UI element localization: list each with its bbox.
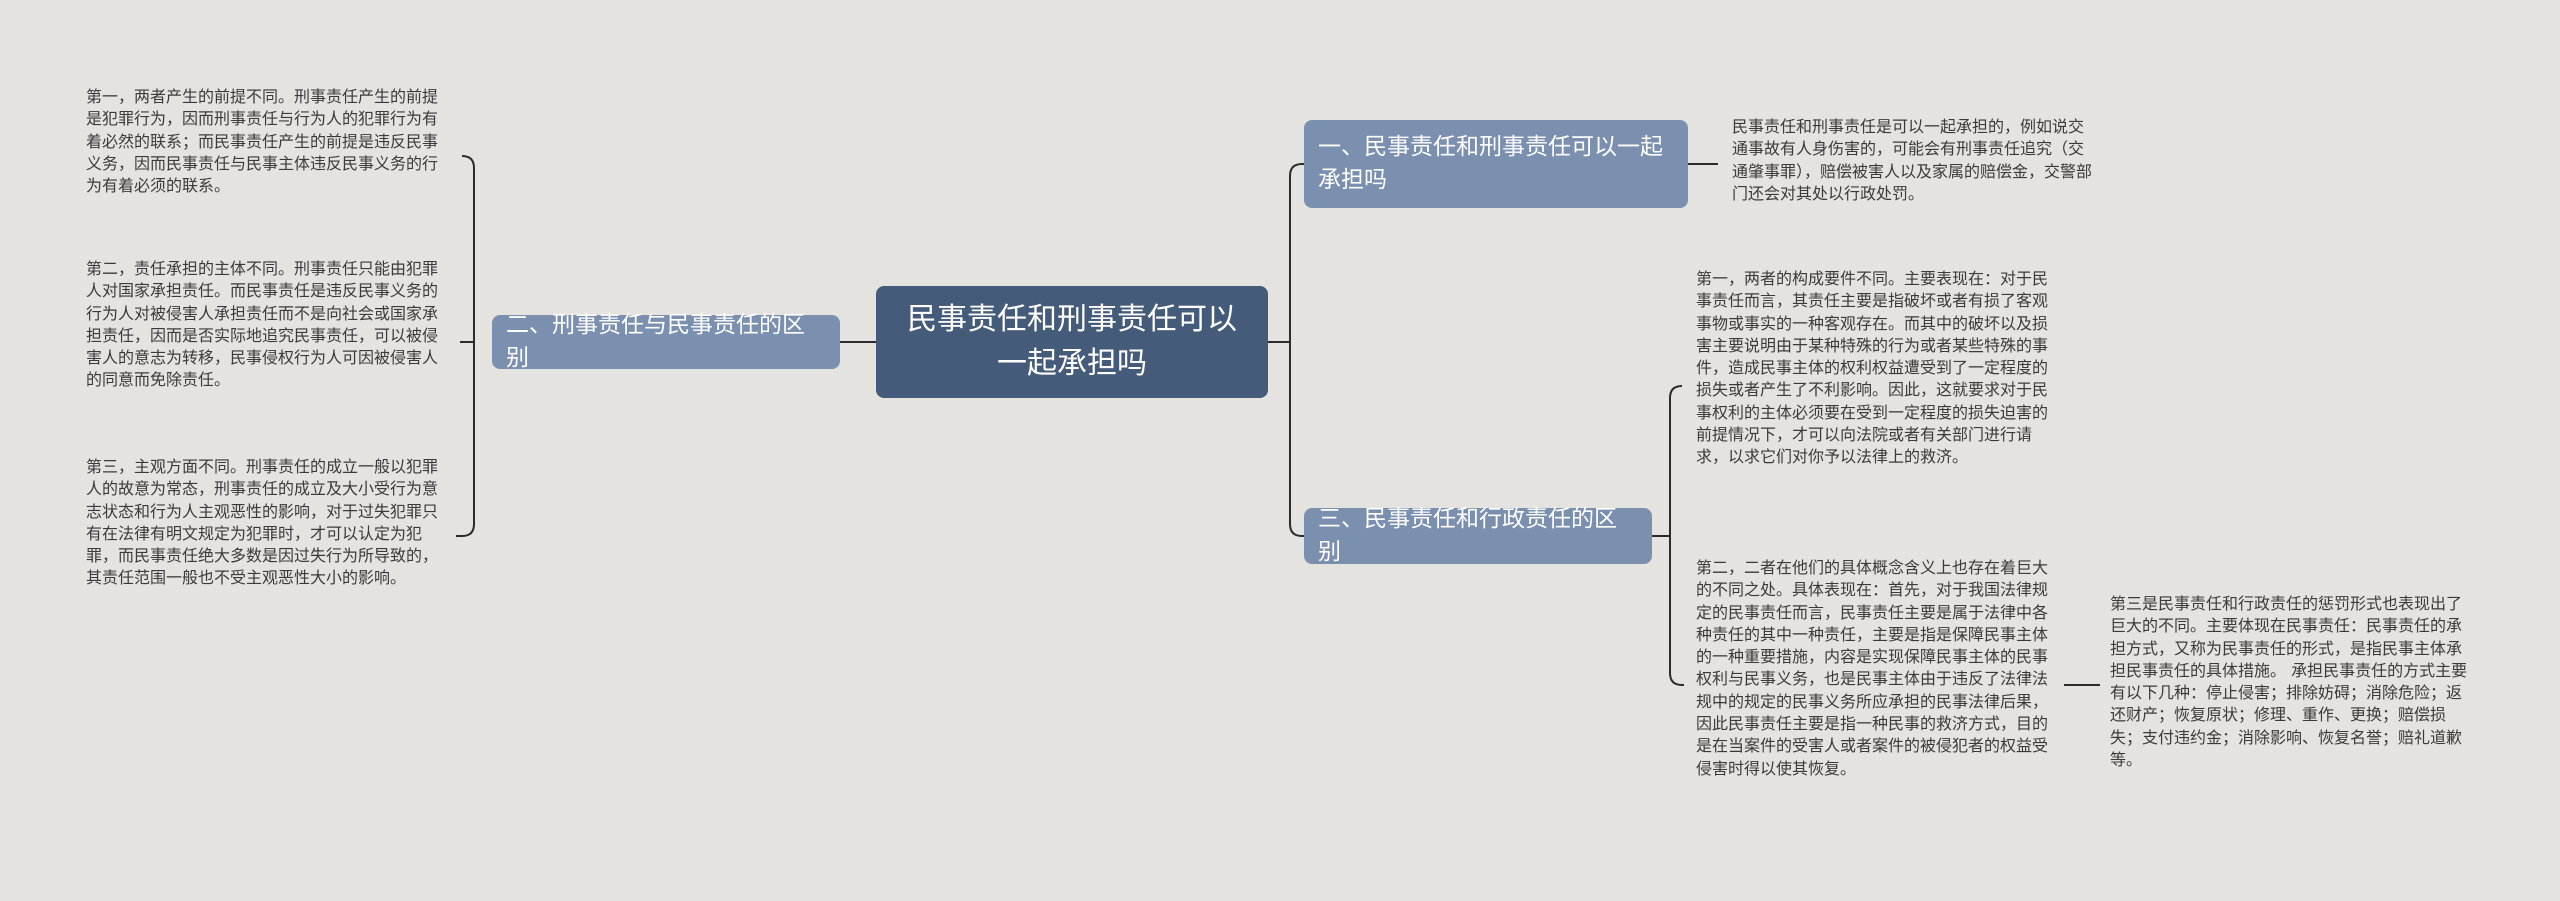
branch-topic-1[interactable]: 一、民事责任和刑事责任可以一起承担吗 bbox=[1304, 120, 1688, 208]
branch-topic-3[interactable]: 三、民事责任和行政责任的区别 bbox=[1304, 506, 1652, 565]
branch-topic-2[interactable]: 二、刑事责任与民事责任的区别 bbox=[492, 312, 840, 371]
root-topic[interactable]: 民事责任和刑事责任可以一起承担吗 bbox=[876, 286, 1268, 398]
leaf-b2-3: 第三，主观方面不同。刑事责任的成立一般以犯罪人的故意为常态，刑事责任的成立及大小… bbox=[86, 457, 439, 588]
root-topic-label: 民事责任和刑事责任可以一起承担吗 bbox=[907, 302, 1237, 381]
leaf-b3-1: 第一，两者的构成要件不同。主要表现在：对于民事责任而言，其责任主要是指破坏或者有… bbox=[1696, 269, 2049, 467]
subleaf-b3-2-1: 第三是民事责任和行政责任的惩罚形式也表现出了巨大的不同。主要体现在民事责任：民事… bbox=[2110, 594, 2468, 770]
leaf-b2-2: 第二，责任承担的主体不同。刑事责任只能由犯罪人对国家承担责任。而民事责任是违反民… bbox=[86, 259, 439, 390]
bracket-b2-leaves bbox=[456, 155, 475, 537]
leaf-b3-2: 第二，二者在他们的具体概念含义上也存在着巨大的不同之处。具体表现在：首先，对于我… bbox=[1696, 558, 2049, 778]
bracket-b3-leaves bbox=[1669, 385, 1684, 686]
leaf-b2-1: 第一，两者产生的前提不同。刑事责任产生的前提是犯罪行为，因而刑事责任与行为人的犯… bbox=[86, 87, 439, 196]
branch-topic-2-label: 二、刑事责任与民事责任的区别 bbox=[506, 312, 805, 371]
connector-root-to-b1 bbox=[1289, 163, 1304, 342]
leaf-b1-1: 民事责任和刑事责任是可以一起承担的，例如说交通事故有人身伤害的，可能会有刑事责任… bbox=[1732, 117, 2093, 203]
branch-topic-1-label: 一、民事责任和刑事责任可以一起承担吗 bbox=[1318, 134, 1663, 193]
branch-topic-3-label: 三、民事责任和行政责任的区别 bbox=[1318, 506, 1617, 565]
connector-root-to-b3 bbox=[1289, 342, 1304, 537]
